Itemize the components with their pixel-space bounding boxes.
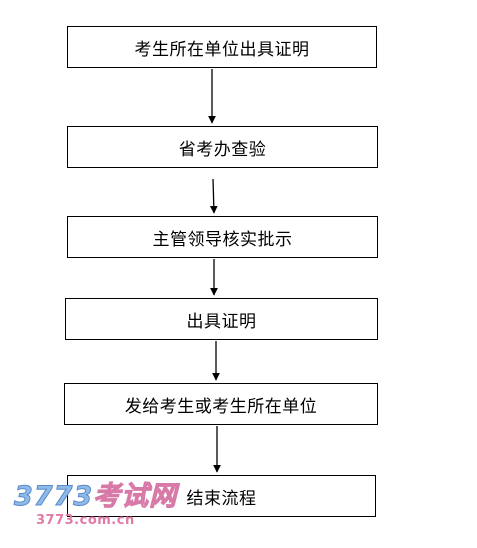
- step-leader-approval-label: 主管领导核实批示: [152, 229, 293, 250]
- step-provincial-check-box: 省考办查验: [67, 126, 378, 168]
- step-end-process-label: 结束流程: [186, 488, 257, 509]
- step-issue-certificate-box: 出具证明: [65, 298, 378, 340]
- step-send-to-candidate-label: 发给考生或考生所在单位: [124, 396, 318, 417]
- step-provincial-check-label: 省考办查验: [178, 139, 267, 160]
- arrow-2: [209, 178, 218, 214]
- watermark-brand-name: 考试网: [93, 481, 178, 512]
- step-send-to-candidate-box: 发给考生或考生所在单位: [64, 383, 378, 425]
- watermark-brand-number: 3773: [13, 481, 94, 512]
- step-end-process-box: 结束流程: [67, 475, 376, 517]
- step-issue-certificate-label: 出具证明: [186, 311, 257, 332]
- watermark-brand: 3773考试网: [13, 481, 178, 512]
- site-watermark-logo: 3773考试网 3773.com.cn: [13, 481, 178, 532]
- watermark-url: 3773.com.cn: [36, 513, 135, 528]
- step-unit-certificate-label: 考生所在单位出具证明: [134, 39, 310, 60]
- step-unit-certificate-box: 考生所在单位出具证明: [67, 26, 377, 68]
- step-leader-approval-box: 主管领导核实批示: [67, 216, 378, 258]
